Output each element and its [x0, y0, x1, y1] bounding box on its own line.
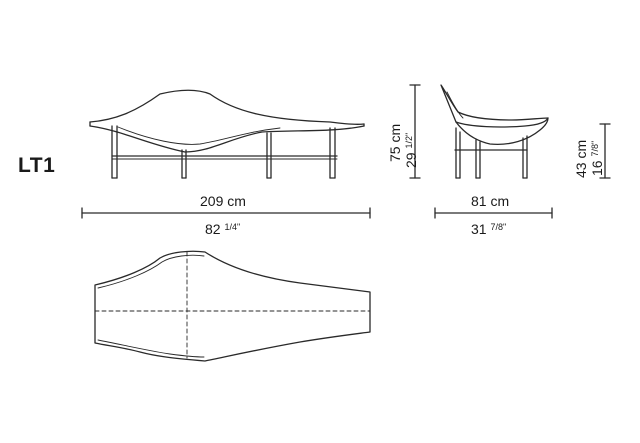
length-inch-label: 82 1/4" [205, 222, 240, 238]
height-inch-whole: 29 [403, 152, 419, 168]
side-view-seat-top [89, 89, 365, 126]
length-dimension-lines [81, 207, 371, 219]
top-view [94, 250, 371, 362]
height-cm-label: 75 cm [387, 123, 403, 162]
height-inch-label: 29 1/2" [403, 132, 420, 168]
height-inch-fraction: 1/2" [404, 132, 414, 149]
seat-height-inch-label: 16 7/8" [589, 140, 606, 176]
front-view [440, 84, 549, 179]
seat-height-inch-fraction: 7/8" [590, 140, 600, 157]
seat-height-cm-label: 43 cm [573, 139, 589, 178]
seat-height-inch-whole: 16 [589, 160, 605, 176]
side-view [89, 89, 365, 179]
depth-inch-whole: 31 [471, 221, 487, 237]
depth-inch-label: 31 7/8" [471, 222, 506, 238]
length-inch-fraction: 1/4" [224, 222, 241, 232]
height-dimension-lines [409, 84, 421, 179]
model-label: LT1 [18, 154, 56, 177]
length-cm-label: 209 cm [200, 193, 246, 209]
depth-cm-label: 81 cm [471, 193, 510, 209]
seat-height-dimension-lines [599, 123, 611, 179]
side-view-seat-inner [117, 126, 281, 145]
length-inch-whole: 82 [205, 221, 221, 237]
front-view-shell [455, 117, 549, 146]
depth-inch-fraction: 7/8" [490, 222, 507, 232]
front-view-back [440, 84, 549, 128]
top-view-outline [94, 250, 371, 362]
depth-dimension-lines [434, 207, 553, 219]
side-view-seat-bottom [89, 125, 365, 153]
